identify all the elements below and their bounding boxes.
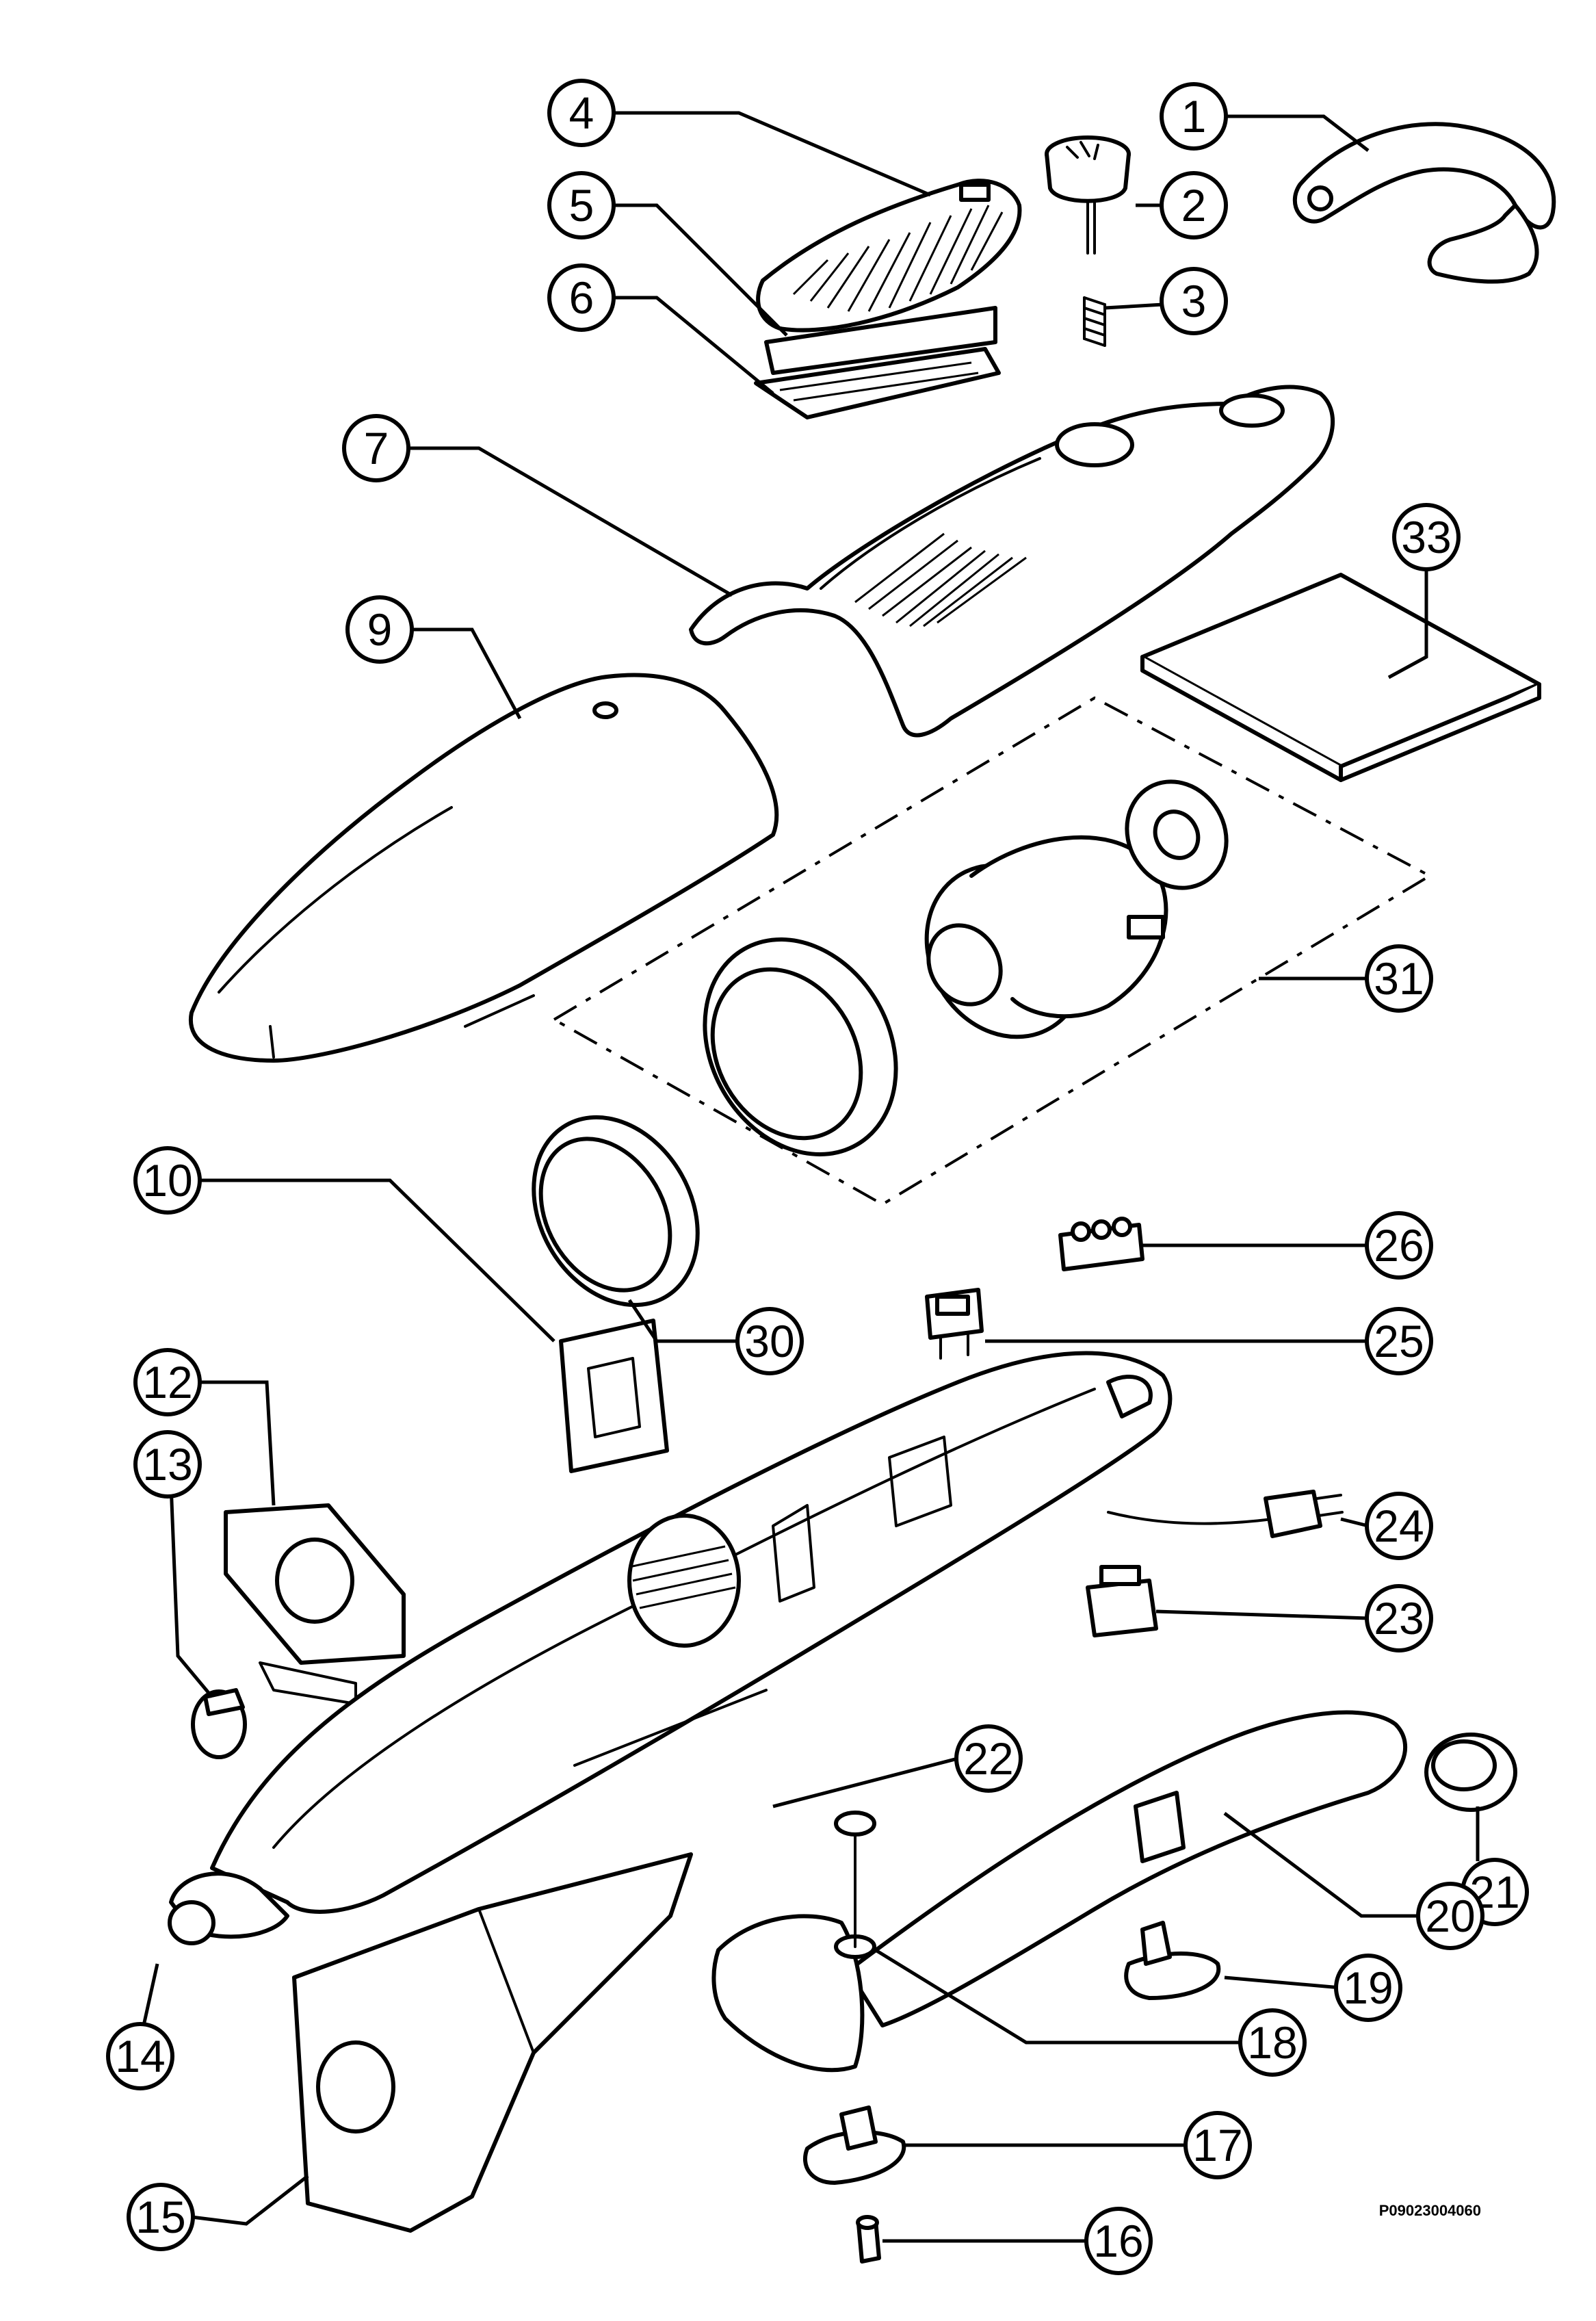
part-clip xyxy=(1124,1921,1221,2000)
callout-23: 23 xyxy=(1365,1584,1433,1652)
callout-label-31: 31 xyxy=(1374,953,1424,1004)
callout-2: 2 xyxy=(1160,171,1228,239)
callout-31: 31 xyxy=(1365,944,1433,1013)
part-clip-plate xyxy=(802,2105,906,2185)
callout-26: 26 xyxy=(1365,1211,1433,1280)
callout-13: 13 xyxy=(133,1430,202,1499)
callout-1: 1 xyxy=(1160,82,1228,151)
callout-33: 33 xyxy=(1392,503,1461,571)
callout-22: 22 xyxy=(954,1724,1023,1793)
callout-17: 17 xyxy=(1183,2111,1252,2179)
part-power-cord xyxy=(1107,1490,1344,1538)
callout-19: 19 xyxy=(1334,1954,1402,2022)
callout-label-10: 10 xyxy=(142,1155,192,1206)
part-filter-grille xyxy=(756,179,1022,333)
part-spring xyxy=(1083,296,1106,347)
part-motor xyxy=(924,779,1229,1039)
callout-label-16: 16 xyxy=(1093,2216,1143,2266)
diagram-reference-code: P09023004060 xyxy=(1379,2202,1481,2219)
part-square-filter xyxy=(559,1319,669,1473)
part-body-filter xyxy=(573,1689,768,1767)
part-release-button xyxy=(1045,135,1131,255)
part-tube-ring xyxy=(1424,1733,1517,1812)
part-socket xyxy=(1086,1565,1158,1637)
callout-label-17: 17 xyxy=(1192,2120,1242,2170)
part-filter-pad xyxy=(764,306,997,375)
part-main-body xyxy=(168,1351,1173,1945)
part-bag-holder-bracket xyxy=(224,1503,406,1705)
part-terminal-block xyxy=(1058,1217,1144,1271)
callout-15: 15 xyxy=(127,2183,195,2251)
callout-label-22: 22 xyxy=(963,1733,1013,1784)
callout-9: 9 xyxy=(345,595,414,664)
callout-18: 18 xyxy=(1238,2008,1307,2077)
callout-label-14: 14 xyxy=(115,2031,165,2082)
callout-label-12: 12 xyxy=(142,1357,192,1408)
part-nozzle-head xyxy=(711,1811,876,2073)
callout-label-30: 30 xyxy=(744,1316,794,1366)
callout-label-2: 2 xyxy=(1181,180,1207,231)
part-motor-housing xyxy=(703,937,898,1156)
callout-label-1: 1 xyxy=(1181,91,1207,142)
callout-label-9: 9 xyxy=(367,604,393,655)
callout-label-24: 24 xyxy=(1374,1501,1424,1551)
callout-20: 20 xyxy=(1416,1882,1484,1950)
callout-label-5: 5 xyxy=(569,180,594,231)
callout-label-6: 6 xyxy=(569,272,594,323)
part-cap xyxy=(191,1688,247,1759)
callout-label-25: 25 xyxy=(1374,1316,1424,1366)
callout-12: 12 xyxy=(133,1348,202,1416)
callout-6: 6 xyxy=(547,263,616,332)
callout-label-18: 18 xyxy=(1247,2017,1297,2068)
callout-3: 3 xyxy=(1160,267,1228,335)
callout-label-19: 19 xyxy=(1343,1962,1393,2013)
part-switch xyxy=(925,1288,984,1360)
part-foam-block xyxy=(1140,573,1541,782)
callout-label-33: 33 xyxy=(1401,512,1451,562)
callout-label-7: 7 xyxy=(364,423,389,474)
callout-25: 25 xyxy=(1365,1307,1433,1375)
callout-7: 7 xyxy=(342,414,410,482)
callout-10: 10 xyxy=(133,1146,202,1215)
part-handle xyxy=(1292,122,1556,284)
callout-label-15: 15 xyxy=(135,2192,185,2242)
part-pin xyxy=(856,2215,881,2264)
callout-label-13: 13 xyxy=(142,1439,192,1490)
callout-label-4: 4 xyxy=(569,88,594,138)
callout-label-26: 26 xyxy=(1374,1220,1424,1271)
part-dust-bag xyxy=(292,1852,693,2233)
callout-4: 4 xyxy=(547,79,616,147)
callout-label-23: 23 xyxy=(1374,1593,1424,1644)
leader-lines xyxy=(142,111,1480,2243)
callout-24: 24 xyxy=(1365,1492,1433,1560)
callout-label-3: 3 xyxy=(1181,276,1207,326)
part-crevice-tool xyxy=(846,1710,1408,2027)
callout-5: 5 xyxy=(547,171,616,239)
callout-16: 16 xyxy=(1084,2207,1153,2275)
part-top-housing xyxy=(689,385,1335,738)
callout-14: 14 xyxy=(106,2022,174,2090)
part-front-cover xyxy=(188,673,779,1063)
callout-30: 30 xyxy=(735,1307,804,1375)
part-filter-sheet xyxy=(754,347,1001,419)
callout-label-20: 20 xyxy=(1425,1891,1475,1941)
part-seal-ring xyxy=(532,1115,700,1308)
